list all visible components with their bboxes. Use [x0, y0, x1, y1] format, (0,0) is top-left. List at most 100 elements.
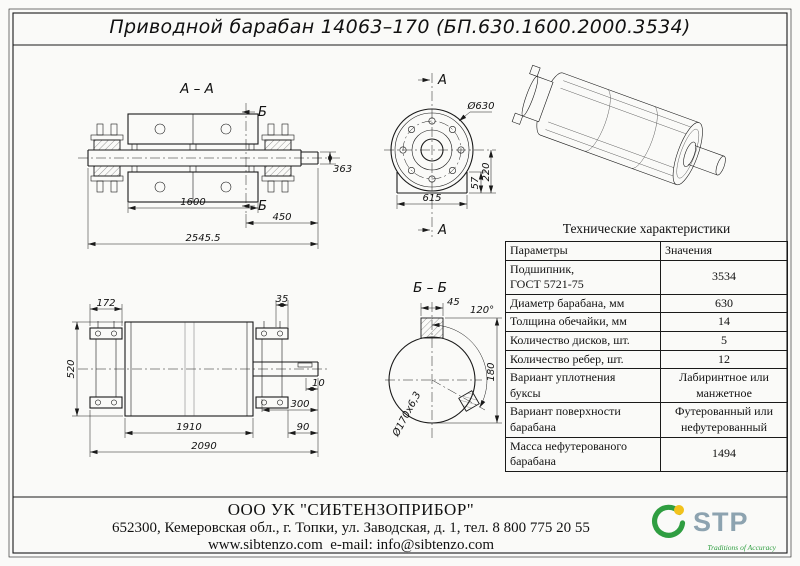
dim-2545: 2545.5	[87, 168, 319, 249]
dim-300: 300	[261, 399, 319, 413]
specs-title: Технические характеристики	[562, 221, 731, 236]
value-cell: 3534	[660, 259, 788, 295]
rib-section-side	[458, 390, 480, 412]
table-row: Диаметр барабана, мм 630	[505, 293, 788, 314]
value-cell: 14	[660, 312, 788, 332]
sheet-frame	[8, 8, 792, 558]
mounting-foot	[396, 172, 468, 194]
value-cell: Футерованный или нефутерованный	[660, 402, 788, 438]
bearing-left	[90, 123, 124, 193]
logo-dot-icon	[674, 505, 684, 515]
view-3d-drum	[511, 64, 726, 186]
tube-spec-label: Ø170х6,3	[390, 390, 424, 440]
param-cell: Вариант уплотнения буксы	[505, 368, 661, 404]
value-cell: Лабиринтное или манжетное	[660, 368, 788, 404]
drum-shell-section	[127, 113, 259, 203]
specs-table: Параметры Значения Подшипник, ГОСТ 5721-…	[505, 241, 788, 472]
dim-90: 90	[287, 378, 319, 457]
rib-section-top	[420, 317, 444, 339]
svg-text:Ø630: Ø630	[467, 100, 495, 112]
dim-520: 520	[66, 321, 123, 417]
shaft-side	[253, 361, 319, 377]
table-row: Вариант уплотнения буксы Лабиринтное или…	[505, 368, 788, 404]
dim-450: 450	[245, 168, 319, 249]
table-row: Количество ребер, шт. 12	[505, 349, 788, 370]
specs-panel: Технические характеристики Параметры Зна…	[505, 221, 788, 472]
view-side: 172 35 520 1910 90 209	[66, 294, 328, 457]
svg-text:90: 90	[297, 422, 310, 433]
stp-logo-mark	[652, 504, 686, 538]
col-header-param: Параметры	[505, 241, 661, 261]
shaft-section	[87, 149, 319, 167]
dim-35: 35	[276, 294, 289, 327]
svg-text:172: 172	[96, 298, 115, 309]
svg-text:300: 300	[290, 399, 309, 410]
dim-363: 363	[320, 151, 352, 175]
svg-text:363: 363	[333, 164, 352, 175]
drawing-title: Приводной барабан 14063–170 (БП.630.1600…	[109, 16, 691, 38]
svg-text:35: 35	[276, 294, 289, 305]
svg-text:1600: 1600	[180, 197, 205, 208]
marker-a-bottom: А	[437, 223, 447, 238]
section-aa-label: А – А	[179, 81, 214, 97]
param-cell: Вариант поверхности барабана	[505, 402, 661, 438]
value-cell: 12	[660, 349, 788, 370]
drum-body	[124, 321, 254, 417]
bearing-3d	[511, 64, 554, 125]
table-row: Подшипник, ГОСТ 5721-75 3534	[505, 259, 788, 295]
support-left	[89, 321, 123, 409]
svg-text:1910: 1910	[176, 422, 201, 433]
svg-text:2545.5: 2545.5	[186, 233, 221, 244]
logo-tagline: Traditions of Accuracy	[707, 543, 776, 552]
svg-text:57: 57	[470, 176, 481, 189]
param-cell: Количество ребер, шт.	[505, 349, 661, 370]
col-header-value: Значения	[660, 241, 788, 261]
company-web: www.sibtenzo.com e-mail: info@sibtenzo.c…	[207, 537, 495, 553]
view-section-bb: Б – Б 120° 45 180 Ø170х6,3	[385, 280, 502, 440]
dim-diameter: Ø630	[458, 100, 495, 122]
dim-1600: 1600	[127, 197, 259, 213]
company-name: ООО УК "СИБТЕНЗОПРИБОР"	[227, 500, 475, 519]
dim-172: 172	[89, 298, 123, 326]
value-cell: 5	[660, 330, 788, 351]
svg-text:450: 450	[272, 212, 291, 223]
table-row: Толщина обечайки, мм 14	[505, 312, 788, 332]
section-bb-label: Б – Б	[413, 280, 447, 296]
table-header-row: Параметры Значения	[505, 241, 788, 261]
stp-logo: STP Traditions of Accuracy	[648, 502, 780, 552]
svg-text:10: 10	[312, 378, 325, 389]
table-row: Количество дисков, шт. 5	[505, 330, 788, 351]
dim-10: 10	[305, 378, 325, 392]
param-cell: Масса нефутерованого барабана	[505, 436, 661, 472]
table-row: Масса нефутерованого барабана 1494	[505, 436, 788, 472]
svg-text:220: 220	[481, 162, 492, 181]
dim-220: 220	[481, 149, 494, 194]
shaft-3d	[688, 145, 726, 176]
svg-text:520: 520	[66, 359, 77, 378]
param-cell: Подшипник, ГОСТ 5721-75	[505, 259, 661, 295]
svg-text:45: 45	[447, 297, 460, 308]
param-cell: Толщина обечайки, мм	[505, 312, 661, 332]
angle-arc	[431, 322, 488, 408]
svg-text:615: 615	[422, 193, 441, 204]
view-section-aa: А – А	[78, 81, 352, 249]
param-cell: Диаметр барабана, мм	[505, 293, 661, 314]
dim-180: 180	[434, 317, 502, 424]
dim-45: 45	[420, 297, 460, 316]
dim-1910: 1910	[124, 418, 254, 438]
svg-text:180: 180	[486, 362, 497, 381]
view-end: Ø630 615 57 220 А А	[384, 73, 496, 238]
svg-text:2090: 2090	[191, 441, 216, 452]
value-cell: 1494	[660, 436, 788, 472]
marker-a-top: А	[437, 73, 447, 88]
marker-b-bottom: Б	[258, 199, 267, 214]
dim-2090: 2090	[89, 410, 319, 457]
company-address: 652300, Кемеровская обл., г. Топки, ул. …	[112, 520, 590, 536]
angle-label: 120°	[470, 305, 494, 316]
bolt-holes	[399, 117, 465, 183]
footer: ООО УК "СИБТЕНЗОПРИБОР" 652300, Кемеровс…	[13, 500, 689, 554]
dim-615: 615	[396, 193, 468, 209]
logo-text: STP	[693, 506, 749, 537]
support-right	[255, 321, 289, 409]
